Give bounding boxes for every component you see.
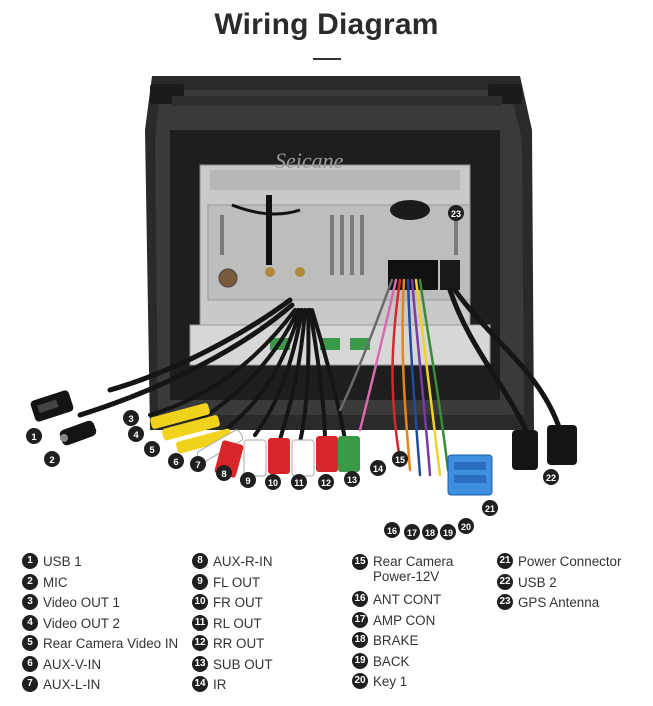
svg-text:6: 6 — [173, 457, 178, 468]
callout-19: 19 — [440, 524, 456, 540]
svg-text:12: 12 — [321, 478, 331, 488]
svg-text:2: 2 — [49, 455, 54, 466]
usb1-connector — [30, 390, 74, 422]
page-title: Wiring Diagram — [214, 8, 439, 41]
callout-10: 10 — [265, 474, 281, 490]
mic-connector — [59, 420, 97, 446]
callout-1: 1 — [26, 428, 42, 444]
title-divider — [313, 58, 341, 60]
svg-text:20: 20 — [461, 522, 471, 532]
wiring-figure: Seicane — [26, 76, 577, 540]
callout-7: 7 — [190, 456, 206, 472]
callout-18: 18 — [422, 524, 438, 540]
svg-text:17: 17 — [407, 528, 417, 538]
callout-20: 20 — [458, 518, 474, 534]
svg-text:5: 5 — [149, 445, 155, 456]
rca-plugs — [150, 403, 360, 478]
cable-bundle — [77, 278, 563, 477]
callout-8: 8 — [216, 465, 232, 481]
svg-text:4: 4 — [133, 430, 139, 441]
svg-text:22: 22 — [546, 473, 556, 483]
callout-16: 16 — [384, 522, 400, 538]
callout-3: 3 — [123, 410, 139, 426]
svg-text:11: 11 — [294, 478, 304, 488]
callout-13: 13 — [344, 471, 360, 487]
usb2-connector — [512, 425, 577, 470]
svg-text:10: 10 — [268, 478, 278, 488]
svg-text:8: 8 — [221, 469, 226, 480]
callout-9: 9 — [240, 472, 256, 488]
power-connector — [447, 454, 493, 496]
callout-6: 6 — [168, 453, 184, 469]
callout-4: 4 — [128, 426, 144, 442]
callout-2: 2 — [44, 451, 60, 467]
callout-12: 12 — [318, 474, 334, 490]
svg-text:9: 9 — [245, 476, 250, 487]
svg-text:13: 13 — [347, 475, 357, 485]
svg-text:21: 21 — [485, 504, 495, 514]
callout-15: 15 — [392, 451, 408, 467]
svg-text:15: 15 — [395, 455, 405, 465]
callout-5: 5 — [144, 441, 160, 457]
svg-text:3: 3 — [128, 414, 133, 425]
svg-text:7: 7 — [195, 460, 200, 471]
svg-text:19: 19 — [443, 528, 453, 538]
svg-text:14: 14 — [373, 464, 383, 474]
callout-22: 22 — [543, 469, 559, 485]
head-unit: Seicane — [145, 76, 534, 430]
brand-watermark: Seicane — [275, 148, 344, 173]
callout-17: 17 — [404, 524, 420, 540]
callout-badges: 1 2 3 4 5 6 7 8 9 10 11 12 13 14 15 16 1… — [26, 205, 559, 540]
svg-text:1: 1 — [31, 432, 37, 443]
svg-text:23: 23 — [451, 209, 461, 219]
svg-text:16: 16 — [387, 526, 397, 536]
callout-23: 23 — [448, 205, 464, 221]
svg-text:18: 18 — [425, 528, 435, 538]
callout-11: 11 — [291, 474, 307, 490]
callout-21: 21 — [482, 500, 498, 516]
callout-14: 14 — [370, 460, 386, 476]
